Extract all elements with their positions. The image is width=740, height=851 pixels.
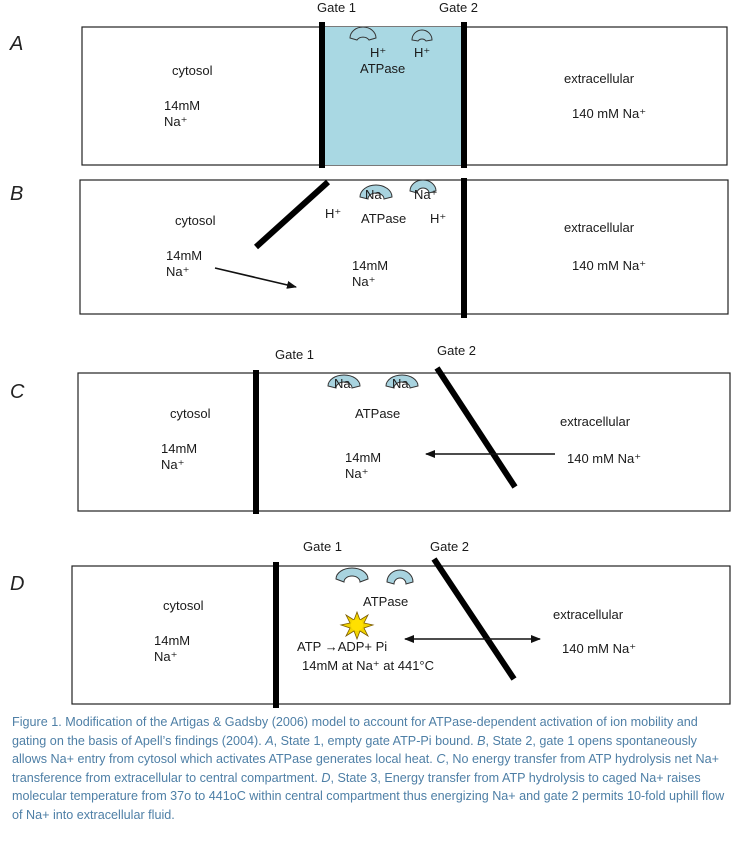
enzyme-subunit-icon [386, 569, 414, 585]
caption-b-label: B [477, 733, 486, 748]
cytosol-concentration: 14mM [161, 441, 197, 456]
caption-d-label: D [321, 770, 331, 785]
enzyme-subunit-icon [409, 179, 437, 194]
gate-1-label: Gate 1 [303, 539, 342, 554]
enzyme-subunit-icon [385, 374, 419, 389]
central-caption: 14mM at Na⁺ at 441°C [302, 658, 434, 673]
compartment-box [79, 179, 729, 315]
central-ion: Na⁺ [352, 274, 375, 289]
sodium-flow-arrow [214, 267, 297, 289]
caption-intro: Figure 1. Modification of the Artigas & … [12, 715, 698, 748]
gate-2-label: Gate 2 [439, 0, 478, 15]
extracellular-concentration: 140 mM Na⁺ [562, 641, 636, 656]
caption-c-text: , No energy transfer from ATP hydrolysis… [12, 752, 719, 785]
panel-letter-b: B [10, 183, 23, 205]
central-ion: Na⁺ [345, 466, 368, 481]
cytosol-label: cytosol [163, 598, 204, 613]
compartment-box [71, 565, 731, 705]
panel-letter-c: C [10, 381, 25, 403]
central-concentration: 14mM [352, 258, 388, 273]
panel-b: B Na Na⁺ H⁺ ATPase H⁺ cytosol 14mM Na⁺ 1… [10, 178, 729, 318]
sodium-bound-label: Na⁺ [414, 187, 437, 202]
panel-letter-a: A [9, 33, 23, 55]
atpase-label: ATPase [360, 61, 405, 76]
sodium-bound-label: Na [334, 376, 351, 391]
panel-letter-d: D [10, 573, 24, 595]
central-concentration: 14mM [345, 450, 381, 465]
cytosol-ion: Na⁺ [164, 114, 187, 129]
cytosol-concentration: 14mM [164, 98, 200, 113]
cytosol-ion: Na⁺ [166, 264, 189, 279]
caption-a-label: A [265, 733, 274, 748]
proton-label: H⁺ [370, 45, 386, 60]
caption-b-text: , State 2, gate 1 opens spontaneously al… [12, 733, 697, 767]
heat-burst-icon [339, 610, 375, 641]
gate-1-bar-open [253, 179, 331, 250]
panel-c: C Gate 1 Gate 2 Na Na ATPase cytosol 14m… [10, 343, 731, 514]
extracellular-concentration: 140 mM Na⁺ [572, 258, 646, 273]
atpase-label: ATPase [361, 211, 406, 226]
sodium-bound-label: Na [365, 187, 382, 202]
caption-a-text: , State 1, empty gate ATP-Pi bound. [273, 733, 478, 748]
cytosol-label: cytosol [175, 213, 216, 228]
sodium-bound-label: Na [392, 376, 409, 391]
enzyme-subunit-icon [359, 184, 393, 200]
extracellular-label: extracellular [560, 414, 631, 429]
cytosol-ion: Na⁺ [161, 457, 184, 472]
central-compartment [322, 27, 464, 165]
extracellular-label: extracellular [564, 71, 635, 86]
figure-caption: Figure 1. Modification of the Artigas & … [12, 713, 732, 825]
enzyme-subunit-icon [335, 567, 369, 583]
compartment-box [77, 372, 731, 512]
cytosol-label: cytosol [170, 406, 211, 421]
enzyme-subunit-icon [411, 29, 433, 42]
gate-2-bar-open [431, 557, 517, 681]
cytosol-label: cytosol [172, 63, 213, 78]
cytosol-concentration: 14mM [154, 633, 190, 648]
enzyme-subunit-icon [349, 26, 377, 41]
caption-c-label: C [436, 752, 446, 767]
caption-d-text: , State 3, Energy transfer from ATP hydr… [12, 770, 725, 822]
extracellular-concentration: 140 mM Na⁺ [567, 451, 641, 466]
atp-reaction: ATP →ADP+ Pi [297, 639, 387, 654]
atpase-label: ATPase [355, 406, 400, 421]
extracellular-label: extracellular [553, 607, 624, 622]
proton-label: H⁺ [414, 45, 430, 60]
gate-2-label: Gate 2 [430, 539, 469, 554]
extracellular-label: extracellular [564, 220, 635, 235]
enzyme-subunit-icon [327, 374, 361, 389]
cytosol-ion: Na⁺ [154, 649, 177, 664]
proton-label: H⁺ [430, 211, 446, 226]
panel-a: A Gate 1 Gate 2 H⁺ H⁺ ATPase cytosol 14m… [9, 0, 728, 168]
proton-label: H⁺ [325, 206, 341, 221]
gate-1-label: Gate 1 [317, 0, 356, 15]
gate-2-label: Gate 2 [437, 343, 476, 358]
gate-1-label: Gate 1 [275, 347, 314, 362]
atpase-label: ATPase [363, 594, 408, 609]
panel-d: D Gate 1 Gate 2 ATPase ATP →ADP+ Pi 14mM… [10, 539, 731, 708]
cytosol-concentration: 14mM [166, 248, 202, 263]
gate-2-bar-open [434, 366, 518, 489]
extracellular-concentration: 140 mM Na⁺ [572, 106, 646, 121]
